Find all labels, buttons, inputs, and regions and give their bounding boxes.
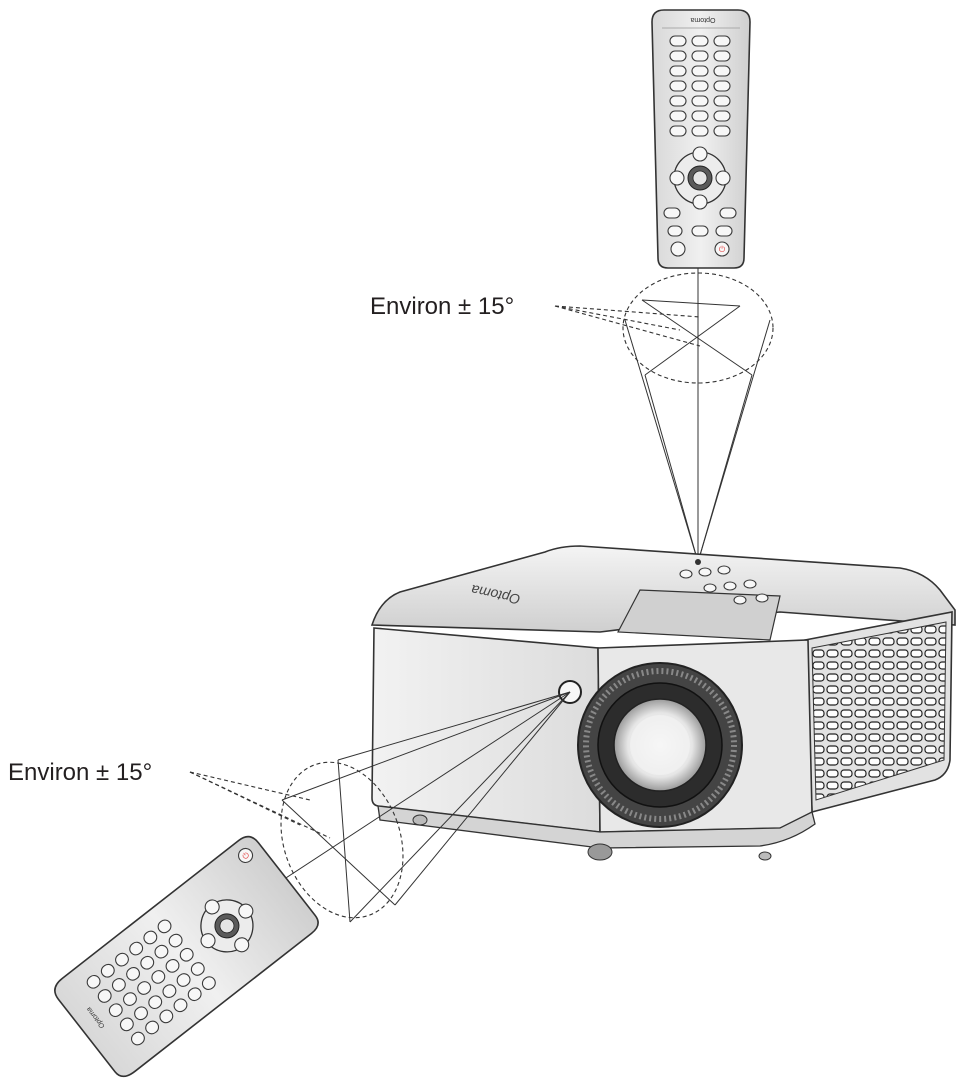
top-remote-key: [669, 50, 687, 62]
bottom-remote-key: [179, 947, 194, 962]
top-remote-key: [691, 125, 709, 137]
top-remote-dpad: [669, 146, 731, 210]
bottom-remote-key: [154, 944, 169, 959]
bottom-remote-key: [100, 963, 115, 978]
top-remote-key: [669, 110, 687, 122]
bottom-remote-key: [97, 989, 112, 1003]
bottom-remote-key: [201, 976, 216, 990]
top-ir-sensor: [695, 559, 701, 565]
top-remote-logo: Optoma: [690, 16, 715, 23]
bottom-remote-key: [137, 981, 152, 995]
top-remote-power-icon: ⏻: [719, 245, 726, 254]
bottom-remote-power-icon: ⏻: [241, 850, 252, 861]
bottom-remote-key: [123, 992, 137, 1006]
top-remote-bottom-buttons: ⏻: [663, 207, 737, 257]
bottom-remote-control: Optoma ⏻: [54, 835, 319, 1078]
bottom-remote-key: [168, 933, 183, 948]
top-remote-key: [713, 125, 731, 137]
bottom-remote-buttons: [86, 919, 216, 1046]
bottom-remote-key: [115, 952, 129, 967]
bottom-remote-key: [173, 998, 188, 1013]
bottom-remote-key: [86, 974, 101, 989]
bottom-remote-key: [134, 1006, 148, 1021]
bottom-remote-key: [187, 987, 202, 1002]
projector-keypad: [679, 559, 769, 605]
top-remote-control: Optoma ⏻: [651, 9, 751, 269]
top-remote-key: [713, 50, 731, 62]
bottom-remote-key: [130, 1031, 145, 1046]
top-remote-key: [713, 80, 731, 92]
bottom-remote-key: [119, 1017, 134, 1032]
top-remote-key: [713, 35, 731, 47]
top-remote-key: [669, 125, 687, 137]
bottom-angle-label: Environ ± 15°: [8, 759, 152, 786]
top-remote-key: [691, 110, 709, 122]
projector-lens: [577, 662, 743, 828]
bottom-remote-key: [145, 1020, 160, 1035]
bottom-remote-key: [165, 958, 180, 973]
bottom-remote-key: [190, 962, 205, 976]
top-remote-key: [669, 80, 687, 92]
top-remote-key: [691, 95, 709, 107]
top-remote-key: [691, 65, 709, 77]
top-remote-key: [691, 50, 709, 62]
bottom-remote-key: [111, 978, 126, 992]
bottom-remote-key: [159, 1009, 174, 1024]
top-remote-key: [691, 80, 709, 92]
top-remote-key: [713, 65, 731, 77]
bottom-remote-key: [162, 984, 177, 998]
top-remote-key: [691, 35, 709, 47]
top-remote-key: [669, 35, 687, 47]
bottom-remote-power-button: ⏻: [238, 847, 254, 864]
top-remote-key: [713, 95, 731, 107]
top-remote-buttons: [669, 35, 731, 137]
bottom-remote-key: [157, 919, 172, 934]
bottom-remote-key: [143, 930, 158, 945]
bottom-remote-key: [126, 966, 141, 981]
bottom-reception-cone: [189, 691, 571, 923]
bottom-remote-dpad: [200, 899, 254, 953]
top-remote-key: [713, 110, 731, 122]
bottom-remote-key: [151, 970, 166, 984]
bottom-remote-key: [176, 973, 191, 987]
top-remote-key: [669, 65, 687, 77]
projector: Optoma: [370, 545, 956, 861]
bottom-remote-key: [148, 995, 163, 1010]
top-reception-cone: [554, 268, 774, 563]
bottom-remote-key: [108, 1003, 123, 1018]
bottom-remote-key: [129, 941, 144, 956]
bottom-remote-key: [140, 955, 155, 970]
top-angle-label: Environ ± 15°: [370, 293, 514, 320]
top-remote-key: [669, 95, 687, 107]
